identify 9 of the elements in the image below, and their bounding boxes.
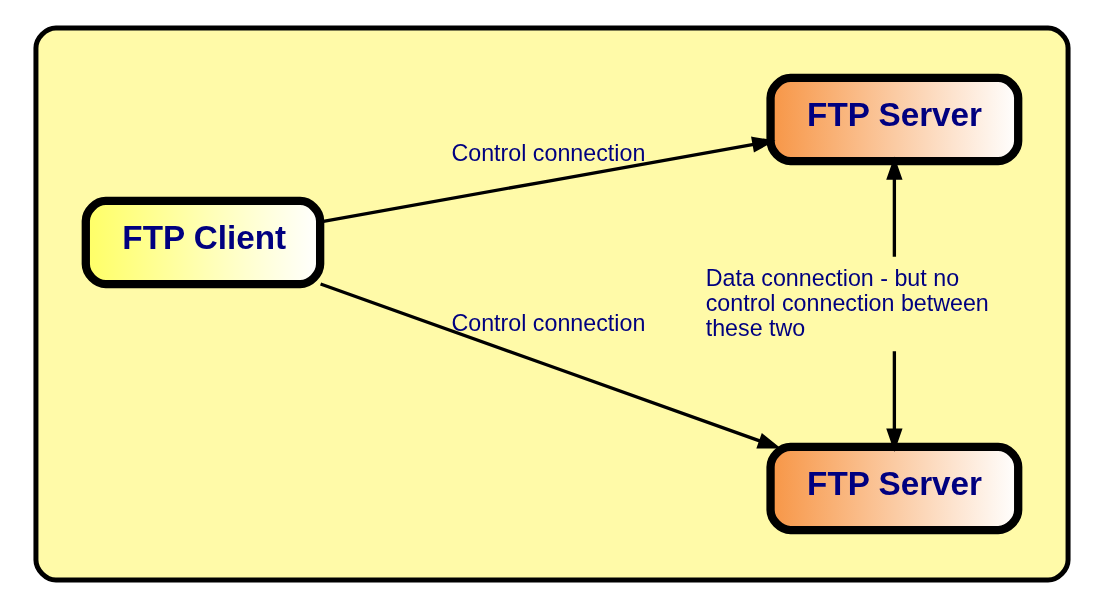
node-box: FTP Server: [766, 73, 1023, 166]
cluster: [33, 25, 1071, 583]
arrow: [320, 282, 782, 449]
edge-label: Control connection: [451, 140, 646, 167]
node-box: FTP Server: [766, 442, 1023, 535]
edge-label: Control connection: [451, 309, 646, 336]
arrow: [886, 156, 903, 452]
edge-label: Data connection - but no control connection between these two: [705, 265, 989, 341]
node-box: FTP Client: [81, 196, 325, 289]
